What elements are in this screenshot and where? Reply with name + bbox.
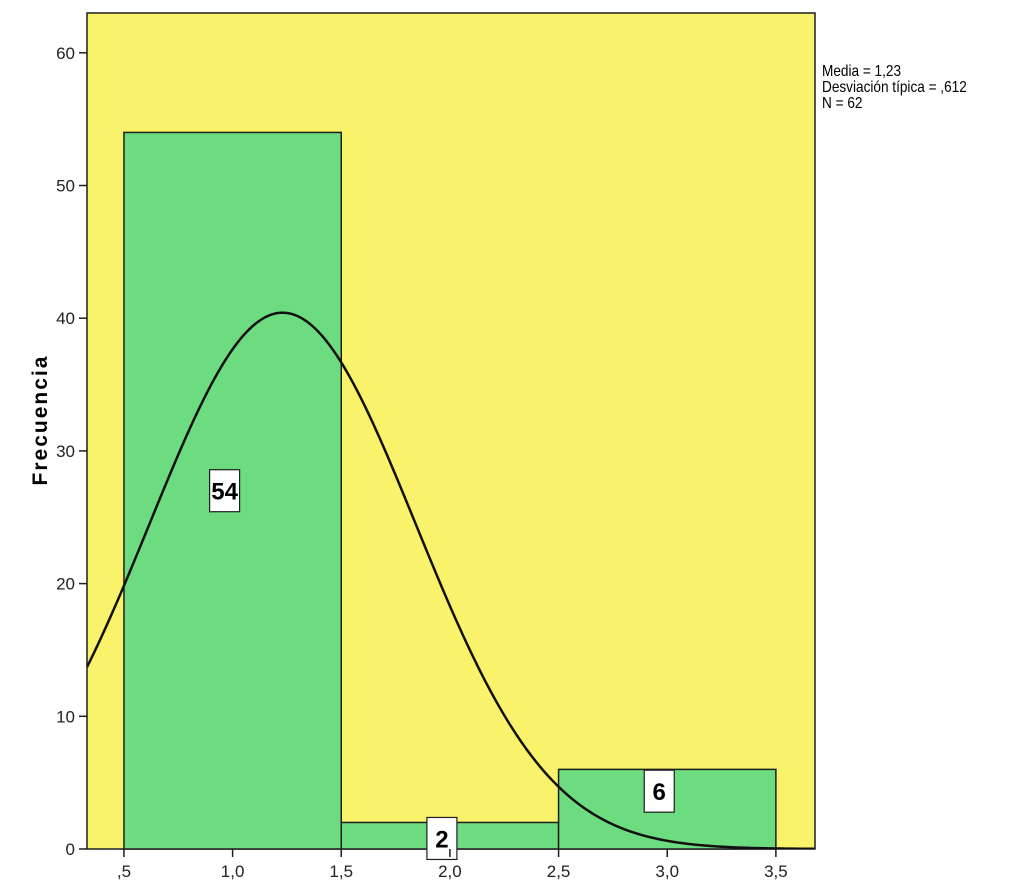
x-tick-label: 3,5 (764, 862, 788, 881)
svg-text:6: 6 (653, 779, 666, 806)
y-tick-label: 10 (56, 707, 75, 726)
bar-data-label: 54 (209, 469, 241, 513)
y-tick-label: 0 (66, 840, 75, 859)
y-axis-title: Frecuencia (29, 354, 52, 486)
x-tick-label: 2,5 (547, 862, 571, 881)
y-tick-label: 60 (56, 44, 75, 63)
svg-text:54: 54 (211, 479, 238, 506)
y-tick-label: 40 (56, 309, 75, 328)
x-tick-label: 1,5 (329, 862, 353, 881)
y-tick-label: 20 (56, 575, 75, 594)
x-tick-label: ,5 (117, 862, 131, 881)
statistics-legend: Media = 1,23 Desviación típica = ,612 N … (822, 64, 967, 112)
data-labels-layer: 54 2 6 (209, 469, 675, 861)
curve-layer (87, 311, 815, 849)
y-tick-label: 30 (56, 442, 75, 461)
bar-data-label: 6 (643, 769, 675, 813)
stat-n: N = 62 (822, 95, 863, 112)
y-axis: 0 10 20 30 40 50 60 (56, 44, 87, 859)
stat-sd: Desviación típica = ,612 (822, 79, 967, 96)
y-tick-label: 50 (56, 177, 75, 196)
x-tick-label: 2,0 (438, 862, 462, 881)
x-tick-label: 1,0 (221, 862, 245, 881)
x-axis: ,5 1,0 1,5 2,0 2,5 3,0 3,5 (117, 849, 788, 881)
x-tick-label: 3,0 (655, 862, 679, 881)
bar-data-label: 2 (426, 816, 458, 861)
normal-distribution-curve (87, 311, 815, 849)
svg-text:2: 2 (435, 826, 448, 853)
stat-mean: Media = 1,23 (822, 63, 902, 80)
